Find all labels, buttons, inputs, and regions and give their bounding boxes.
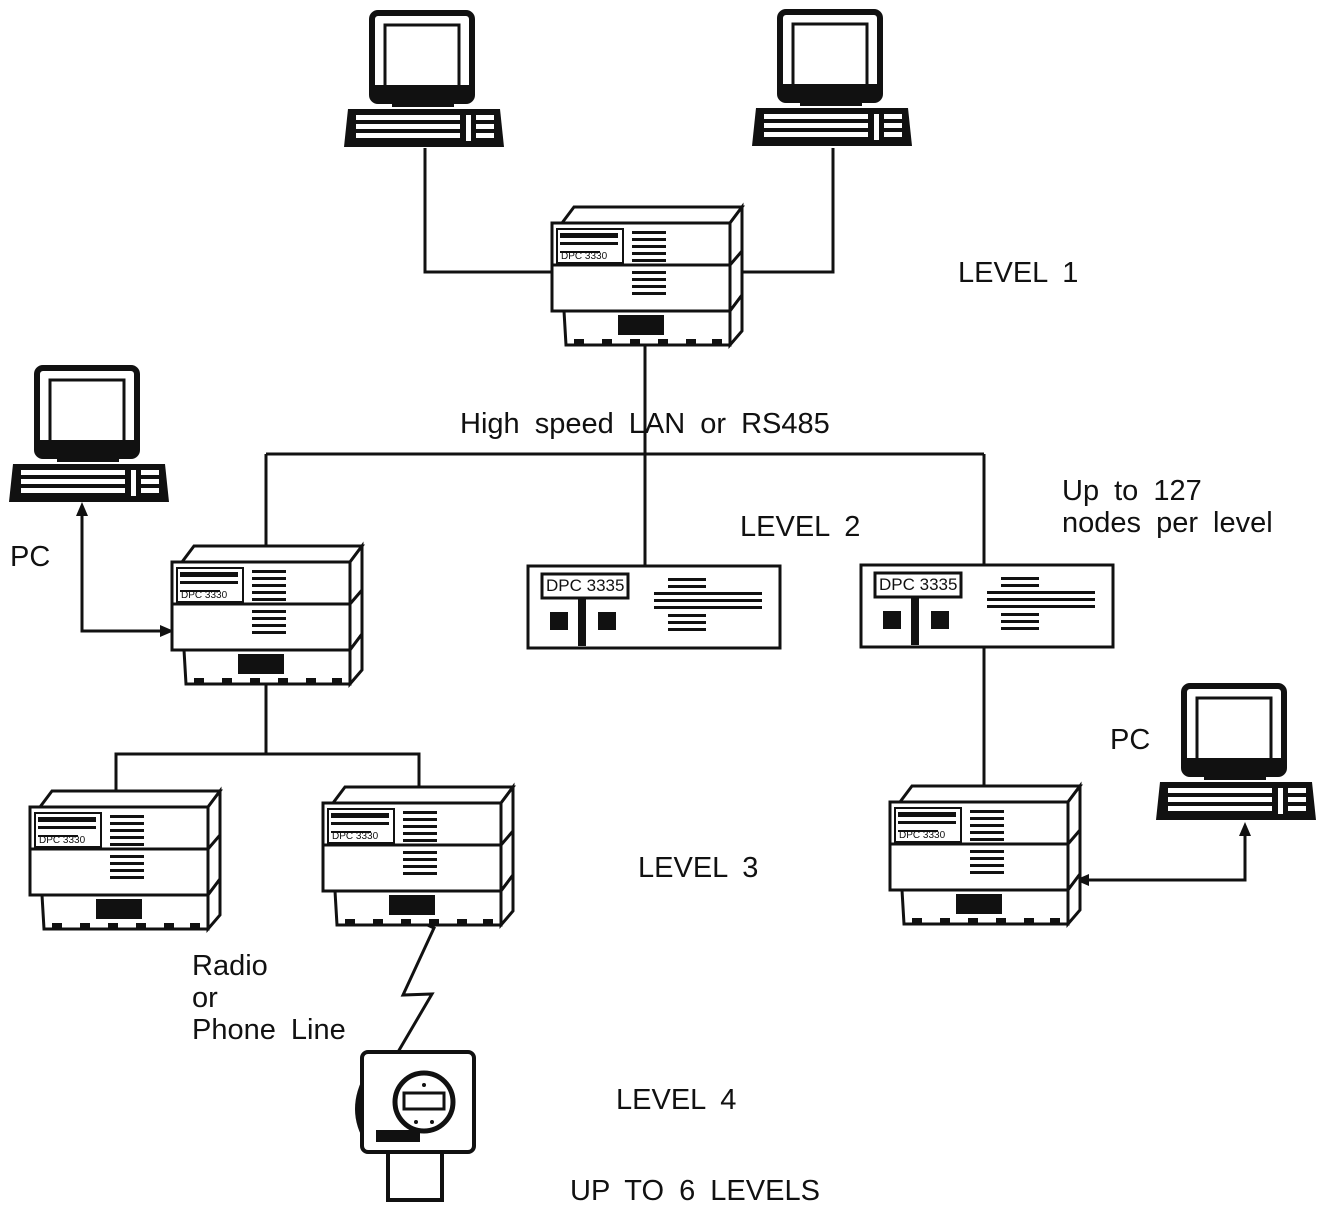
radio-label-line3: Phone Line (192, 1014, 346, 1046)
levels-caption: UP TO 6 LEVELS (570, 1175, 820, 1207)
computer-icon (1156, 686, 1316, 820)
controller-icon (321, 785, 515, 927)
level-1-label: LEVEL 1 (958, 257, 1079, 289)
arrow-head-up-left (76, 502, 88, 516)
field-instrument-icon (355, 1050, 476, 1202)
arrow-head-left (1075, 874, 1089, 886)
computer-icon (752, 12, 912, 146)
arrow-head-right (160, 625, 174, 637)
controller-model-label: DPC 3330 (899, 830, 946, 841)
controller-model-label: DPC 3330 (561, 251, 608, 262)
computer-icon (9, 368, 169, 502)
controller-icon (550, 205, 744, 347)
arrow-head-up-right (1239, 822, 1251, 836)
pc-label-left: PC (10, 541, 51, 573)
controller-icon (28, 789, 222, 931)
level-4-label: LEVEL 4 (616, 1084, 737, 1116)
radio-label-line1: Radio (192, 950, 268, 982)
nodes-label-line2: nodes per level (1062, 507, 1273, 539)
computer-icon (344, 13, 504, 147)
level-3-label: LEVEL 3 (638, 852, 759, 884)
controller-model-label: DPC 3330 (332, 831, 379, 842)
nodes-label-line1: Up to 127 (1062, 475, 1202, 507)
dpc3335-label: DPC 3335 (879, 575, 957, 594)
radio-label-line2: or (192, 982, 218, 1014)
controller-model-label: DPC 3330 (39, 835, 86, 846)
controller-icon (170, 544, 364, 686)
dpc3335-label: DPC 3335 (546, 576, 624, 595)
controller-model-label: DPC 3330 (181, 590, 228, 601)
level-2-label: LEVEL 2 (740, 511, 861, 543)
pc-label-right: PC (1110, 724, 1151, 756)
bus-label: High speed LAN or RS485 (460, 408, 830, 440)
controller-icon (888, 784, 1082, 926)
